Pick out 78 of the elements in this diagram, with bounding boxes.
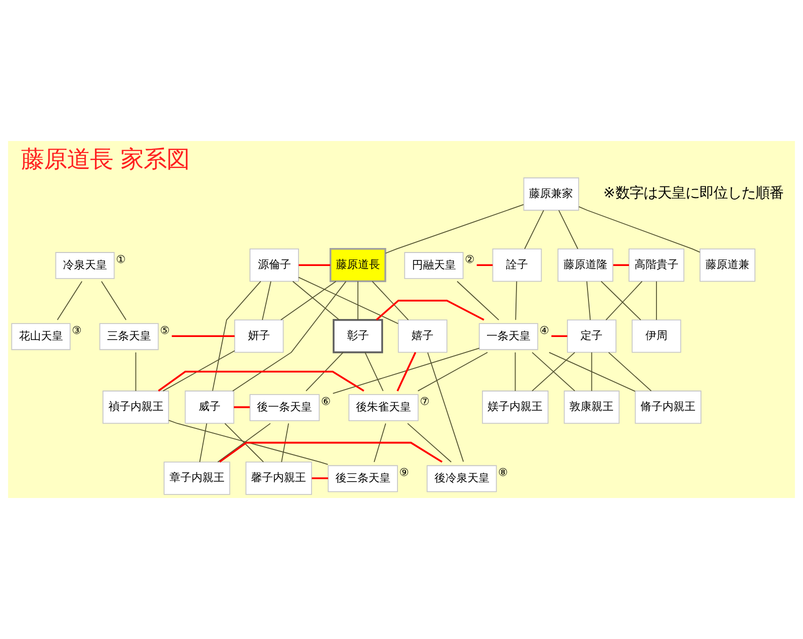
connector xyxy=(514,352,516,392)
connector xyxy=(427,352,464,462)
node-label: ① xyxy=(116,252,126,266)
node-label: ④ xyxy=(540,324,550,337)
label: ※数字は天皇に即位した順番 xyxy=(603,185,784,202)
connector xyxy=(591,352,592,392)
connector xyxy=(172,335,235,338)
connector xyxy=(56,280,82,320)
node-box: 源倫子 xyxy=(250,248,299,282)
connector xyxy=(656,280,657,320)
connector xyxy=(101,280,126,320)
connector xyxy=(551,335,568,338)
connector xyxy=(281,423,289,462)
node-label: ⑦ xyxy=(420,395,430,408)
connector xyxy=(219,442,443,463)
node-label: ⑨ xyxy=(399,466,409,480)
connector xyxy=(515,280,518,320)
connector xyxy=(586,280,591,320)
node-box: 伊周 xyxy=(632,320,682,353)
connector xyxy=(298,264,331,266)
node-box: 藤原道兼 xyxy=(700,248,756,282)
connector xyxy=(212,280,262,392)
connector xyxy=(158,370,364,392)
connector xyxy=(199,423,208,462)
connector xyxy=(578,206,700,253)
connector xyxy=(312,477,328,480)
connector xyxy=(396,352,416,392)
connector xyxy=(162,350,236,392)
connector xyxy=(306,352,344,392)
connector xyxy=(376,300,484,321)
connector xyxy=(385,204,524,254)
connector xyxy=(613,264,629,266)
connector xyxy=(364,352,384,392)
node-label: ⑥ xyxy=(321,395,331,408)
connector xyxy=(332,348,480,394)
connector xyxy=(262,280,272,320)
node-box: 馨子内親王 xyxy=(245,462,312,495)
connector xyxy=(524,210,544,250)
node-box: 妍子 xyxy=(234,320,284,353)
node-label: ③ xyxy=(72,324,82,337)
node-box: 威子 xyxy=(184,390,234,424)
connector xyxy=(548,352,636,392)
connector xyxy=(224,423,264,462)
connector xyxy=(135,352,136,392)
node-box: 藤原兼家 xyxy=(523,177,580,211)
node-box: 詮子 xyxy=(492,248,542,282)
connector xyxy=(558,210,578,250)
connector xyxy=(417,352,488,392)
node-box: 藤原道長 xyxy=(330,248,386,282)
node-label: ⑧ xyxy=(498,466,508,480)
connector xyxy=(407,423,452,462)
node-box: 藤原道隆 xyxy=(558,248,614,282)
node-box: 高階貴子 xyxy=(628,248,684,282)
connector xyxy=(532,352,576,392)
node-label: ② xyxy=(464,252,475,266)
node-box: 章子内親王 xyxy=(164,462,230,495)
connector xyxy=(298,276,399,324)
node-label: ⑤ xyxy=(160,324,170,337)
connector xyxy=(232,280,346,392)
node-box: 脩子内親王 xyxy=(634,390,702,424)
node-box: 定子 xyxy=(566,320,616,353)
connector xyxy=(357,280,358,320)
diagram-title: 藤原道長 家系図 xyxy=(20,144,190,173)
connector xyxy=(217,423,271,462)
connector xyxy=(234,406,250,408)
connector xyxy=(374,423,386,462)
node-box: 禎子内親王 xyxy=(102,390,170,424)
connector xyxy=(456,280,500,320)
node-box: 敦康親王 xyxy=(564,390,620,424)
connector xyxy=(372,280,409,320)
connector xyxy=(168,420,328,465)
connector xyxy=(476,264,493,266)
node-box: 媄子内親王 xyxy=(482,390,549,424)
connector xyxy=(280,280,336,320)
node-box: 嬉子 xyxy=(398,320,448,353)
connector xyxy=(292,280,340,320)
node-box: 彰子 xyxy=(332,319,384,354)
connector xyxy=(608,352,652,392)
